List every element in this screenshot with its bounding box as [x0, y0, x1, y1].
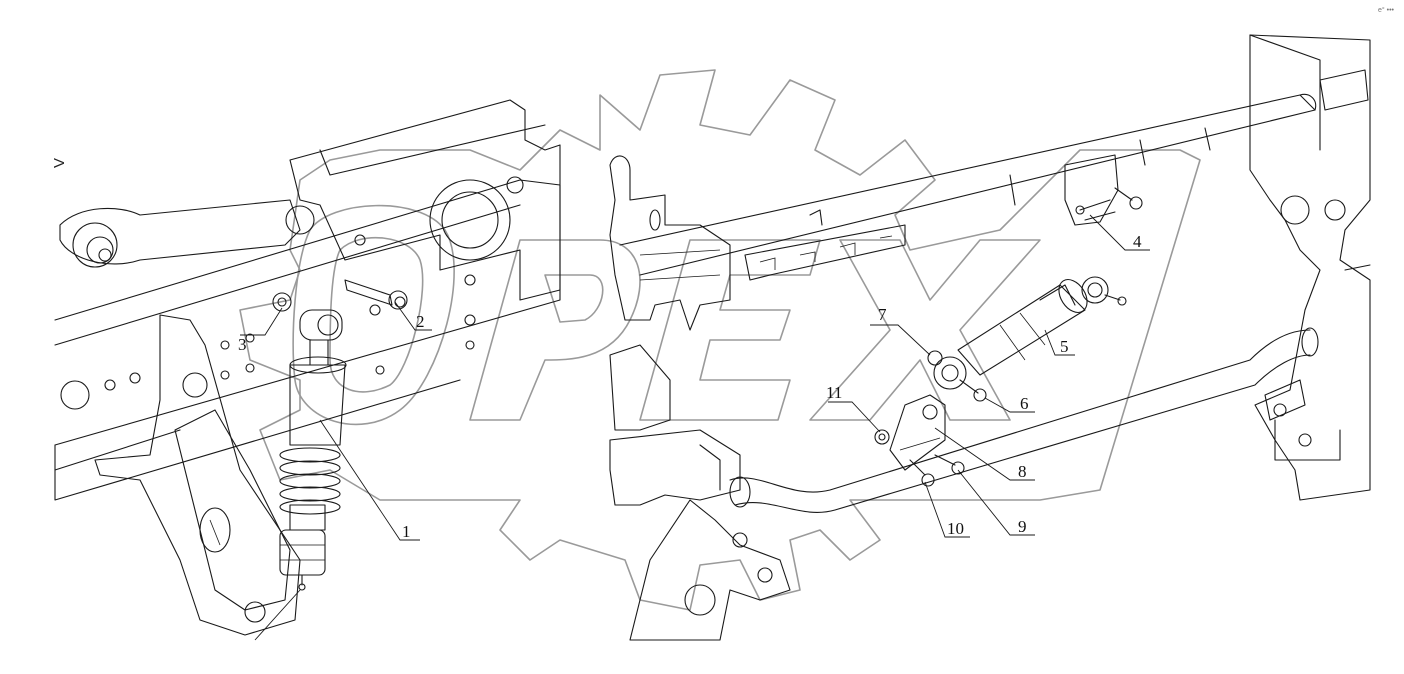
part-3-nut [272, 292, 292, 312]
callout-11: 11 [826, 383, 842, 402]
part-6-bolt [933, 356, 987, 402]
part-5-shock-absorber [957, 276, 1127, 376]
leader-lines [240, 214, 1150, 641]
part-2-bolt [344, 279, 408, 310]
upper-cross-tube [619, 93, 1317, 276]
part-11-nut [874, 429, 890, 445]
callout-5: 5 [1060, 337, 1069, 356]
callout-8: 8 [1018, 462, 1027, 481]
callout-4: 4 [1133, 232, 1142, 251]
wire-clip-strip [744, 209, 906, 281]
callout-9: 9 [1018, 517, 1027, 536]
corner-mark: e° ••• [1378, 6, 1395, 14]
callout-1: 1 [402, 522, 411, 541]
left-cab-mount-bracket [289, 99, 561, 301]
left-frame-rail [54, 179, 561, 501]
callout-7: 7 [878, 305, 887, 324]
callout-labels: 1 2 3 4 5 6 7 8 9 10 11 [238, 232, 1142, 541]
watermark-logo [239, 69, 1201, 611]
callout-3: 3 [238, 335, 247, 354]
upper-left-bracket [609, 155, 731, 331]
part-1-shock-absorber [279, 309, 347, 591]
part-9-bolt [934, 454, 965, 475]
callout-10: 10 [947, 519, 964, 538]
left-torsion-arm [59, 199, 315, 268]
right-frame-side [1249, 34, 1371, 501]
lower-left-mount [609, 344, 791, 641]
view-arrow: V [51, 158, 68, 168]
left-lower-bracket [94, 314, 301, 636]
part-4-clamp [1064, 154, 1143, 226]
part-7-washer [927, 350, 943, 366]
part-8-lower-bracket [889, 394, 946, 471]
callout-6: 6 [1020, 394, 1029, 413]
callout-2: 2 [416, 312, 425, 331]
